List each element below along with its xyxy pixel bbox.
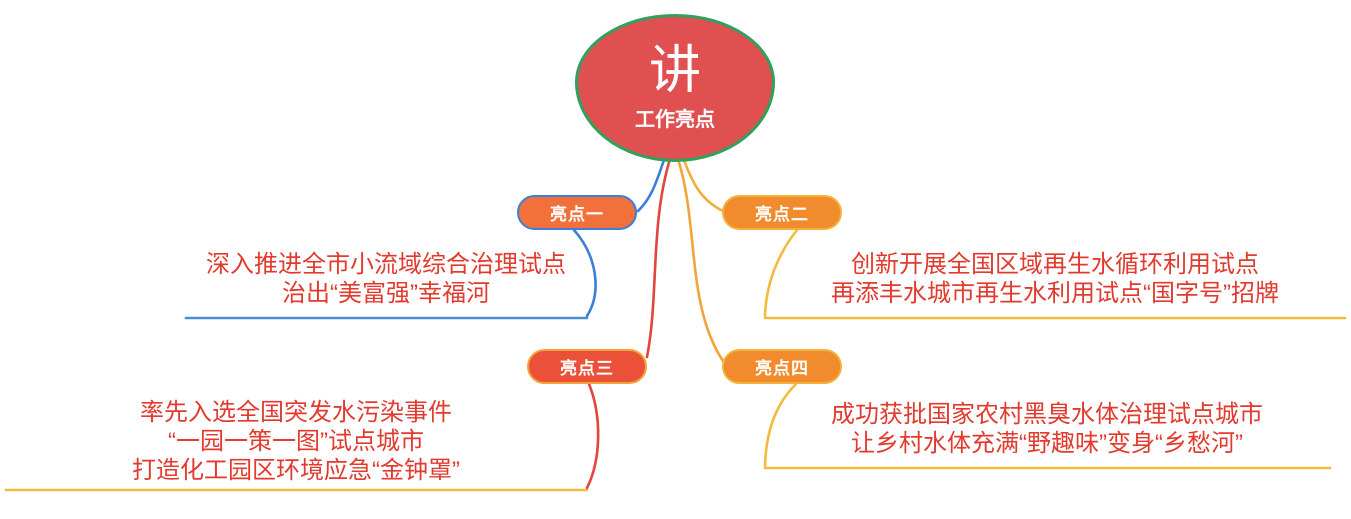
branch1-sub-curve: [572, 228, 597, 318]
branch3-text-block: 率先入选全国突发水污染事件 “一园一策一图”试点城市 打造化工园区环境应急“金钟…: [16, 398, 576, 485]
root-topic-node[interactable]: 讲 工作亮点: [575, 14, 775, 162]
branch4-badge[interactable]: 亮点四: [722, 349, 842, 384]
branch3-text-line: 率先入选全国突发水污染事件: [140, 399, 452, 426]
branch3-text-line: “一园一策一图”试点城市: [168, 428, 424, 455]
branch2-badge[interactable]: 亮点二: [722, 195, 842, 230]
branch2-sub-curve: [763, 228, 799, 318]
branch3-root-curve: [645, 157, 672, 359]
branch1-text-line: 治出“美富强”幸福河: [282, 280, 490, 307]
branch2-text-line: 创新开展全国区域再生水循环利用试点: [851, 251, 1259, 278]
branch1-text-block: 深入推进全市小流域综合治理试点 治出“美富强”幸福河: [136, 250, 636, 308]
branch1-badge[interactable]: 亮点一: [517, 195, 637, 230]
branch1-root-curve: [636, 155, 667, 213]
branch1-text-line: 深入推进全市小流域综合治理试点: [206, 251, 566, 278]
root-topic-subtitle: 工作亮点: [635, 108, 715, 131]
branch4-text-line: 成功获批国家农村黑臭水体治理试点城市: [831, 401, 1263, 428]
branch4-sub-curve: [763, 382, 798, 468]
branch3-badge[interactable]: 亮点三: [527, 349, 647, 384]
branch2-text-block: 创新开展全国区域再生水循环利用试点 再添丰水城市再生水利用试点“国字号”招牌: [762, 250, 1348, 308]
branch4-root-curve: [676, 157, 725, 363]
root-topic-char: 讲: [648, 42, 701, 101]
branch2-text-line: 再添丰水城市再生水利用试点“国字号”招牌: [831, 280, 1279, 307]
branch4-text-block: 成功获批国家农村黑臭水体治理试点城市 让乡村水体充满“野趣味”变身“乡愁河”: [767, 400, 1327, 458]
branch3-sub-curve: [585, 382, 600, 490]
branch2-root-curve: [681, 155, 725, 213]
branch4-text-line: 让乡村水体充满“野趣味”变身“乡愁河”: [851, 430, 1243, 457]
branch3-text-line: 打造化工园区环境应急“金钟罩”: [132, 457, 460, 484]
